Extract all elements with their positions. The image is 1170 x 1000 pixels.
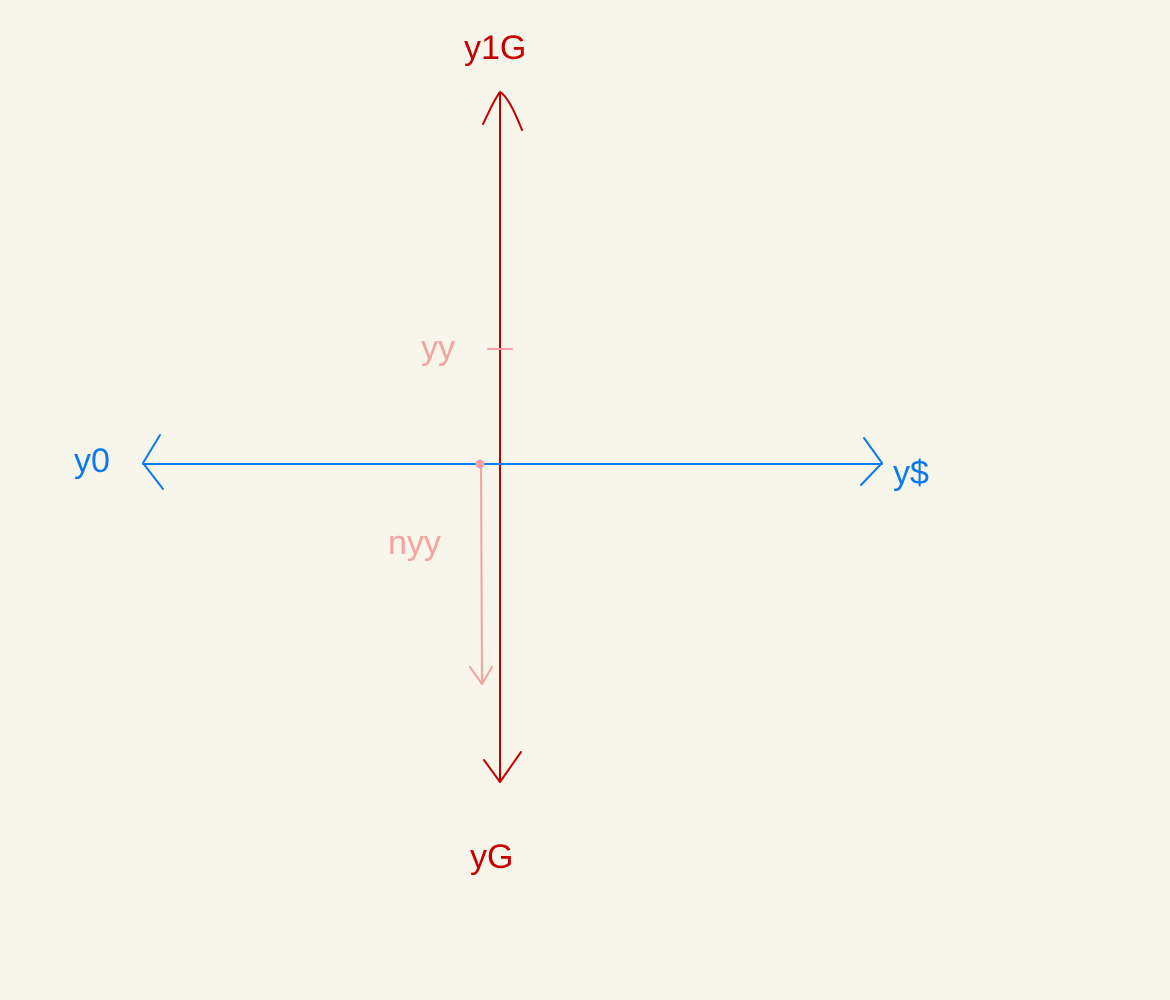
vertical-axis-bottom-arrowhead [483,751,522,783]
vertical-axis-top-label: y1G [464,29,527,67]
horizontal-axis-left-label: y0 [74,442,110,480]
vertical-axis-top-arrowhead [482,91,523,131]
annotation-arrow-shaft [480,461,483,684]
vertical-axis-bottom-label: yG [470,838,514,876]
vertical-axis [482,91,523,783]
horizontal-axis-right-label: y$ [893,454,929,492]
annotation-arrow-label: nyy [388,524,441,562]
annotation-origin-dot [475,459,485,469]
horizontal-axis [142,434,883,490]
horizontal-axis-left-arrowhead [142,434,164,490]
horizontal-axis-right-arrowhead [860,437,883,486]
tick-label: yy [421,329,455,367]
annotation-group [469,348,513,685]
annotation-arrowhead [469,666,493,685]
